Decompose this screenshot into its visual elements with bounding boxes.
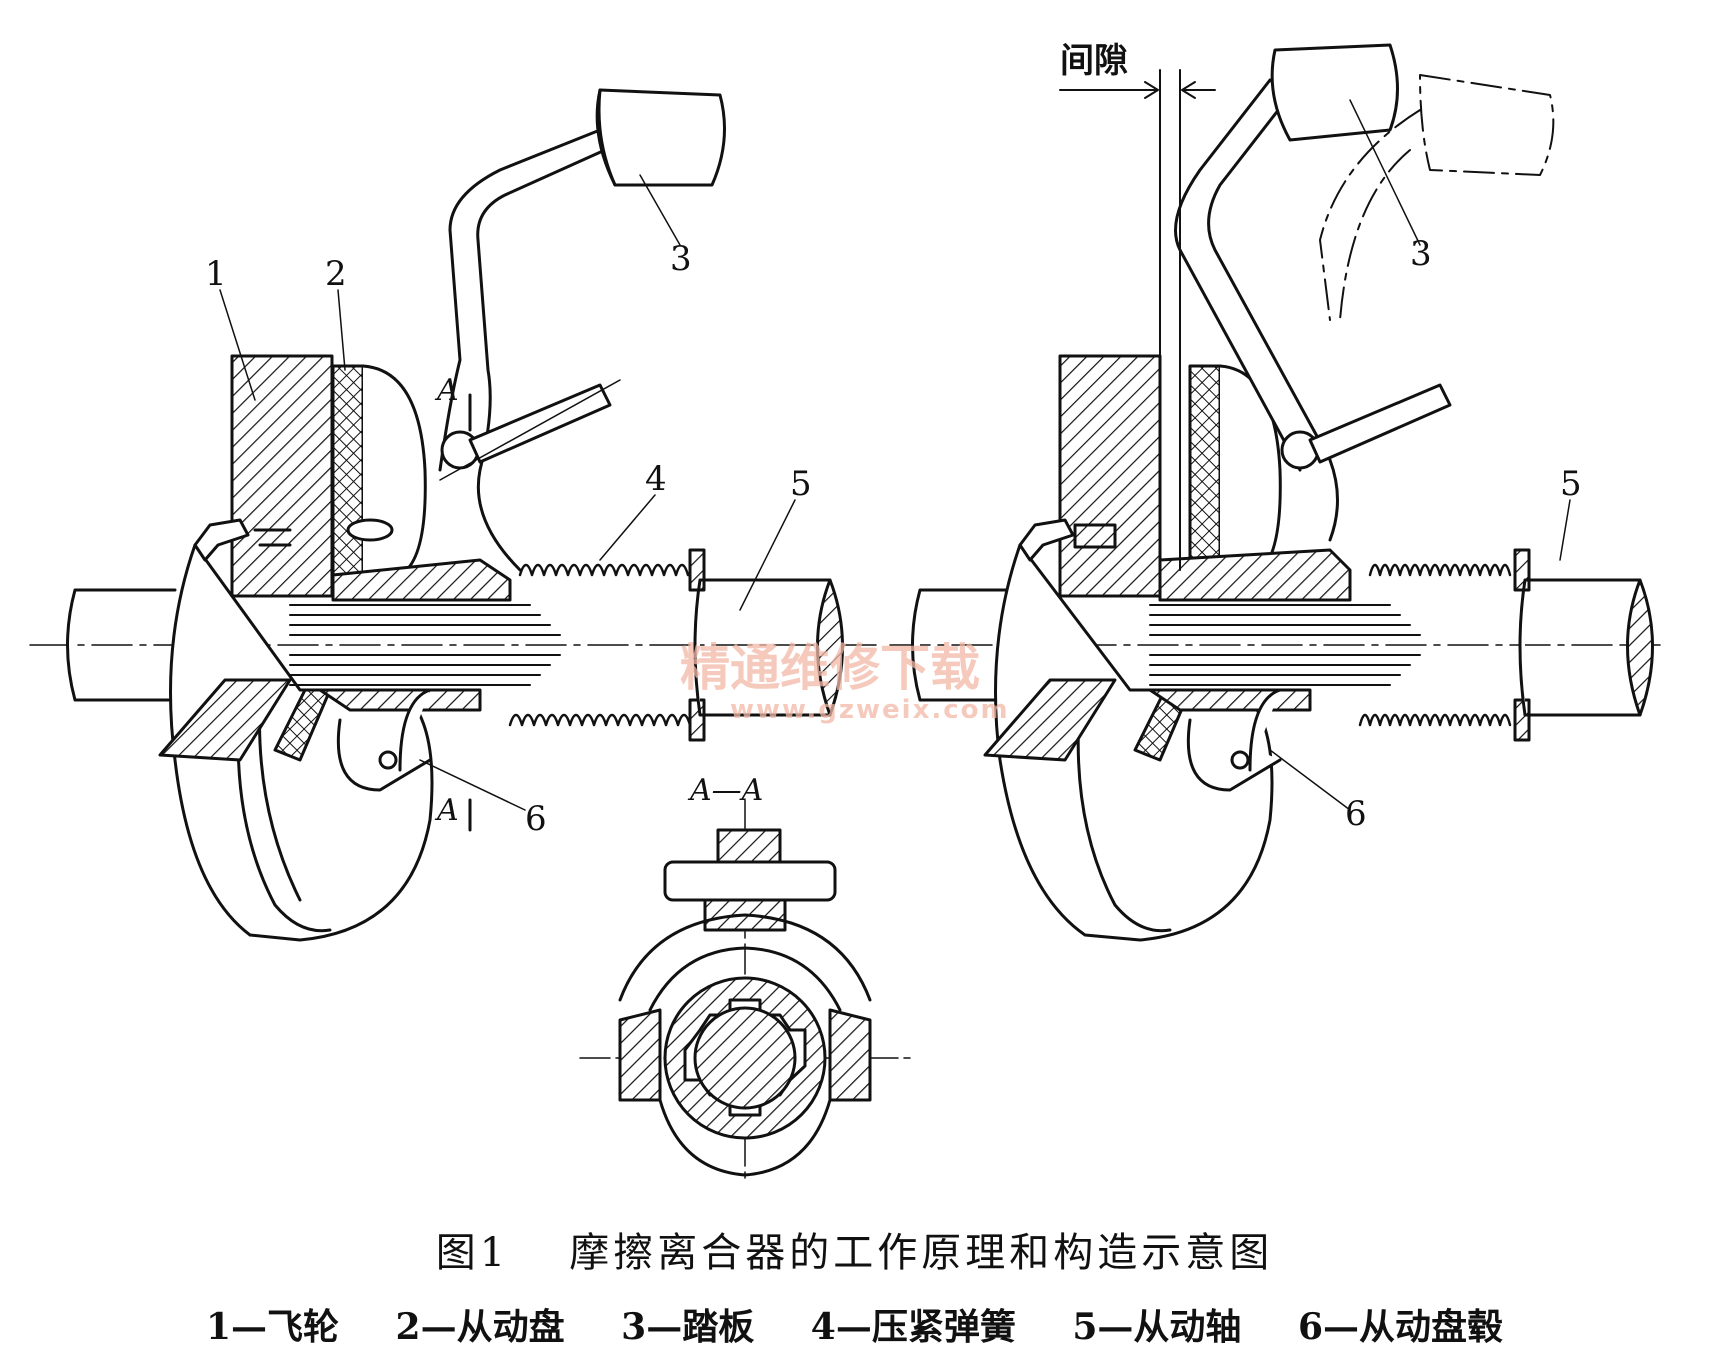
left-pressure-plate bbox=[361, 364, 427, 577]
watermark-url: www.gzweix.com bbox=[730, 695, 1010, 725]
right-collar bbox=[1186, 688, 1282, 792]
section-outer-ring bbox=[618, 913, 872, 1002]
right-splines bbox=[1149, 604, 1421, 686]
section-left-lug bbox=[618, 1008, 662, 1102]
right-spring-seat-lower bbox=[1513, 698, 1531, 742]
left-flange bbox=[193, 518, 250, 562]
right-pivot-rod bbox=[1308, 383, 1452, 464]
right-flange-bolt bbox=[1073, 523, 1117, 549]
right-flywheel-rim bbox=[1076, 698, 1172, 933]
caption-number: 图1 bbox=[435, 1230, 510, 1276]
legend-item: 4—压紧弹簧 bbox=[810, 1306, 1016, 1348]
left-section-line bbox=[439, 379, 621, 481]
left-flywheel-section-lower bbox=[158, 678, 292, 762]
section-view bbox=[579, 799, 911, 1181]
section-lower-ring bbox=[658, 1098, 832, 1177]
caption-title: 摩擦离合器的工作原理和构造示意图 bbox=[569, 1230, 1274, 1276]
right-spring-seat-upper bbox=[1513, 548, 1531, 592]
label-section-bottom: A bbox=[434, 793, 459, 828]
gap-arrow-right bbox=[1181, 81, 1216, 99]
section-shaft-inner bbox=[693, 1006, 797, 1110]
gap-arrow-left bbox=[1059, 81, 1159, 99]
left-output-shaft-end bbox=[816, 578, 844, 717]
legend-item: 1—飞轮 bbox=[205, 1306, 339, 1348]
label-left-6: 6 bbox=[525, 799, 547, 839]
left-output-shaft bbox=[693, 578, 832, 717]
left-pedal-pad bbox=[597, 88, 726, 187]
left-input-shaft bbox=[66, 588, 177, 702]
label-left-4: 4 bbox=[645, 459, 667, 499]
figure-caption: 图1 摩擦离合器的工作原理和构造示意图 bbox=[0, 1220, 1709, 1278]
legend-item: 5—从动轴 bbox=[1072, 1306, 1242, 1348]
labels: 1 2 3 4 5 6 A A 3 5 6 间隙 A—A 精通维修下载 www.… bbox=[205, 41, 1582, 839]
section-pin bbox=[663, 860, 837, 902]
left-rivet bbox=[346, 518, 394, 542]
right-output-shaft bbox=[1518, 578, 1642, 717]
left-pedal-pad-edge bbox=[595, 88, 617, 187]
legend-item: 3—踏板 bbox=[621, 1306, 755, 1348]
right-driven-disc-upper bbox=[1188, 364, 1222, 578]
right-pedal-lever bbox=[1174, 78, 1339, 542]
right-pressure-spring bbox=[1358, 563, 1512, 727]
left-flange-bolt bbox=[253, 528, 292, 547]
left-flywheel-section bbox=[230, 354, 334, 598]
label-left-5: 5 bbox=[790, 464, 812, 504]
left-assembly bbox=[29, 88, 881, 942]
legend: 1—飞轮 2—从动盘 3—踏板 4—压紧弹簧 5—从动轴 6—从动盘毂 bbox=[0, 1298, 1709, 1350]
right-output-shaft-end bbox=[1626, 578, 1654, 717]
right-collar-pin bbox=[1230, 750, 1250, 770]
right-hub-lower bbox=[1148, 688, 1312, 712]
left-splines bbox=[289, 604, 561, 686]
left-hub-lower bbox=[318, 688, 482, 712]
left-pressure-spring bbox=[508, 563, 692, 727]
label-section-view: A—A bbox=[687, 773, 763, 808]
left-collar bbox=[336, 688, 432, 792]
label-gap: 间隙 bbox=[1060, 41, 1128, 81]
label-left-1: 1 bbox=[205, 254, 227, 294]
label-left-2: 2 bbox=[325, 254, 347, 294]
left-spring-seat-lower bbox=[688, 698, 706, 742]
label-section-top: A bbox=[434, 373, 459, 408]
right-flywheel-section bbox=[1058, 354, 1162, 598]
label-right-3: 3 bbox=[1410, 234, 1432, 274]
right-pedal-pad bbox=[1270, 43, 1399, 142]
label-right-6: 6 bbox=[1345, 794, 1367, 834]
right-flange bbox=[1018, 518, 1075, 562]
watermark-text: 精通维修下载 bbox=[680, 639, 980, 697]
label-left-3: 3 bbox=[670, 239, 692, 279]
right-pedal-ghost bbox=[1319, 74, 1555, 321]
right-hub-section bbox=[1158, 548, 1352, 602]
left-pedal-lever bbox=[438, 128, 607, 572]
right-assembly bbox=[889, 43, 1661, 942]
section-top-block bbox=[716, 828, 782, 864]
left-spring-seat-upper bbox=[688, 548, 706, 592]
label-right-5: 5 bbox=[1560, 464, 1582, 504]
legend-item: 6—从动盘毂 bbox=[1297, 1306, 1504, 1348]
left-collar-pin bbox=[378, 750, 398, 770]
section-right-lug bbox=[828, 1008, 872, 1102]
legend-item: 2—从动盘 bbox=[395, 1306, 565, 1348]
right-flywheel-section-lower bbox=[983, 678, 1117, 762]
left-driven-disc-upper bbox=[331, 364, 365, 578]
section-inner-ring bbox=[648, 946, 842, 1012]
left-hub-section bbox=[331, 558, 512, 602]
